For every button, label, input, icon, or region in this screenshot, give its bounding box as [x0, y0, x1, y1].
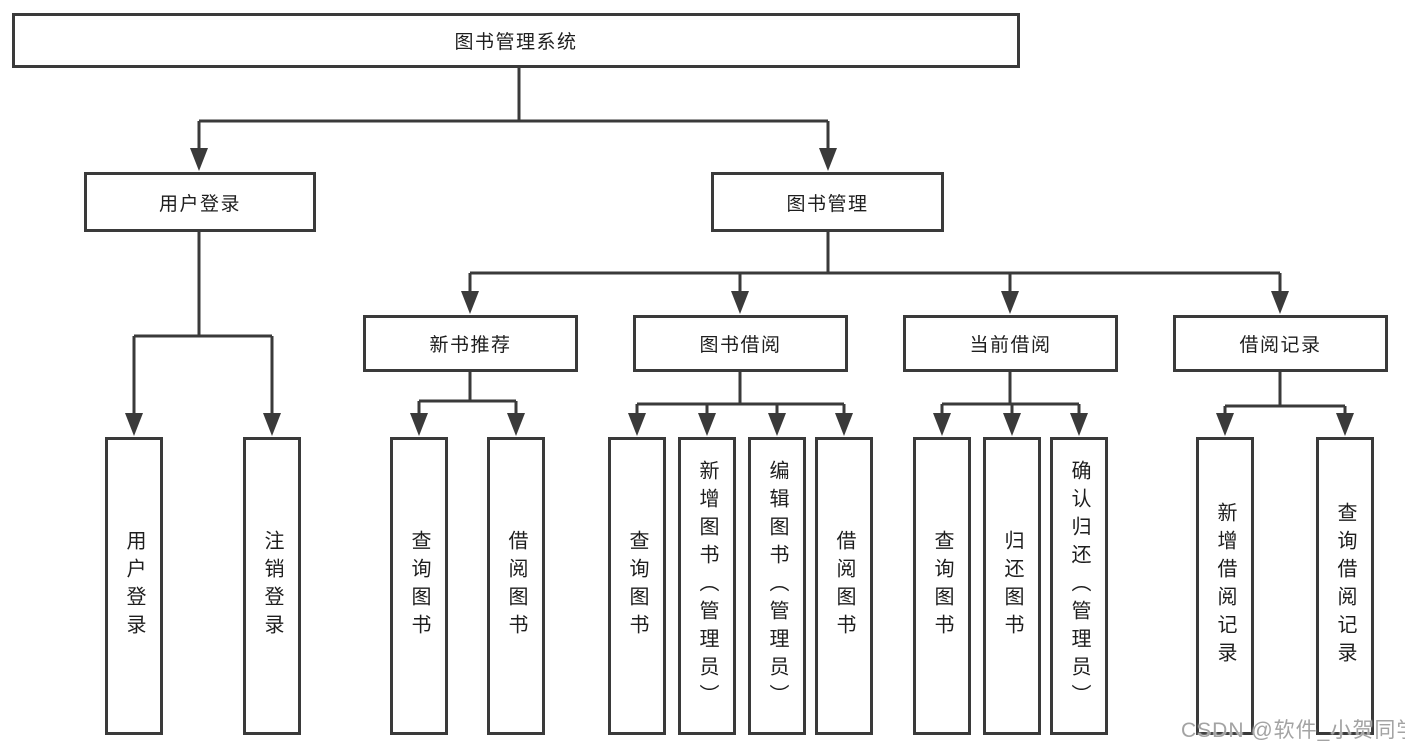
node-label: 图书管理系统 — [454, 32, 578, 53]
node-label: 新书推荐 — [429, 335, 512, 356]
node-label: 图书借阅 — [699, 335, 782, 356]
leaf-borrow-books-borrowing: 借阅图书 — [815, 437, 873, 735]
node-label: 用户登录 — [158, 193, 241, 215]
node-label: 确认归还（管理员） — [1068, 460, 1090, 712]
node-label: 借阅图书 — [505, 530, 527, 642]
leaf-logout: 注销登录 — [243, 437, 301, 735]
leaf-borrow-books-recommend: 借阅图书 — [487, 437, 545, 735]
node-label: 图书管理 — [786, 193, 869, 215]
node-label: 查询图书 — [408, 530, 430, 642]
leaf-query-books-recommend: 查询图书 — [390, 437, 448, 735]
leaf-user-login: 用户登录 — [105, 437, 163, 735]
leaf-query-books-borrowing: 查询图书 — [608, 437, 666, 735]
leaf-query-borrow-record: 查询借阅记录 — [1316, 437, 1374, 735]
node-label: 查询借阅记录 — [1334, 502, 1356, 670]
node-book-management-branch: 图书管理 — [711, 172, 944, 232]
node-label: 借阅记录 — [1239, 335, 1322, 356]
leaf-edit-book-admin: 编辑图书（管理员） — [748, 437, 806, 735]
node-book-borrowing: 图书借阅 — [633, 315, 848, 372]
leaf-return-books: 归还图书 — [983, 437, 1041, 735]
node-label: 查询图书 — [626, 530, 648, 642]
node-label: 新增图书（管理员） — [696, 460, 718, 712]
node-current-borrowing: 当前借阅 — [903, 315, 1118, 372]
node-new-book-recommendation: 新书推荐 — [363, 315, 578, 372]
node-label: 注销登录 — [261, 530, 283, 642]
node-label: 编辑图书（管理员） — [766, 460, 788, 712]
leaf-add-borrow-record: 新增借阅记录 — [1196, 437, 1254, 735]
csdn-watermark: CSDN @软件_小贺同学 — [1181, 719, 1405, 742]
leaf-confirm-return-admin: 确认归还（管理员） — [1050, 437, 1108, 735]
leaf-query-books-current: 查询图书 — [913, 437, 971, 735]
node-label: 借阅图书 — [833, 530, 855, 642]
leaf-add-book-admin: 新增图书（管理员） — [678, 437, 736, 735]
node-label: 用户登录 — [123, 530, 145, 642]
node-label: 归还图书 — [1001, 530, 1023, 642]
node-label: 查询图书 — [931, 530, 953, 642]
node-label: 当前借阅 — [969, 335, 1052, 356]
node-borrowing-records: 借阅记录 — [1173, 315, 1388, 372]
node-user-login-branch: 用户登录 — [84, 172, 316, 232]
node-book-management-system: 图书管理系统 — [12, 13, 1020, 68]
node-label: 新增借阅记录 — [1214, 502, 1236, 670]
